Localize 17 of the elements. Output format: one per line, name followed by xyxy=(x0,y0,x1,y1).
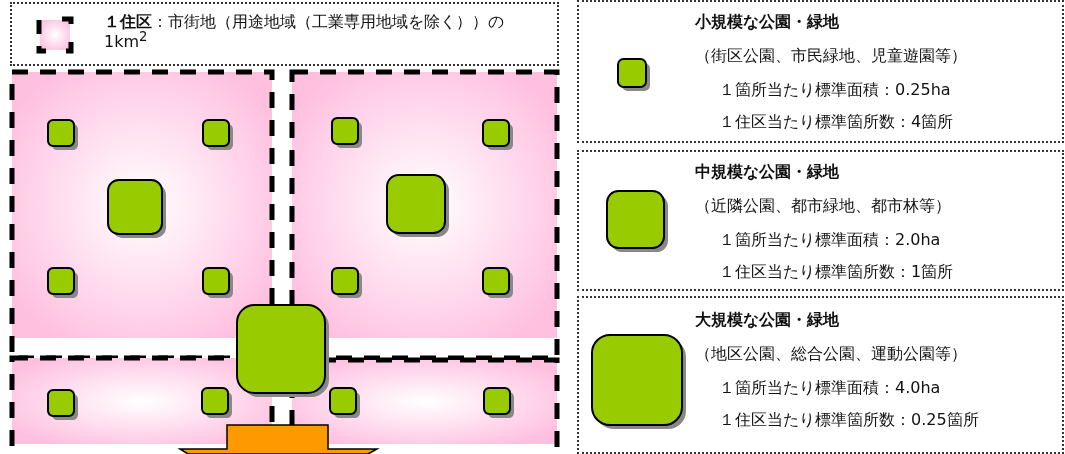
standard-text: １住区当たり標準箇所数：1箇所 xyxy=(719,262,954,283)
examples-text: （地区公園、総合公園、運動公園等） xyxy=(695,344,967,365)
legend-panel xyxy=(577,150,1064,291)
standard-text: １箇所当たり標準面積：2.0ha xyxy=(719,230,941,251)
standard-text: １住区当たり標準箇所数：0.25箇所 xyxy=(719,410,979,431)
definition-box xyxy=(10,2,559,66)
definition-text: １住区：市街地（用途地域（工業専用地域を除く））の1km$^{2}$ xyxy=(104,14,505,50)
legend-panel xyxy=(577,0,1064,143)
standard-text: １箇所当たり標準面積：0.25ha xyxy=(719,80,951,101)
examples-text: （近隣公園、都市緑地、都市林等） xyxy=(695,196,951,217)
standard-text: １箇所当たり標準面積：4.0ha xyxy=(719,378,941,399)
category-heading: 大規模な公園・緑地 xyxy=(695,310,839,331)
category-heading: 中規模な公園・緑地 xyxy=(695,162,839,183)
legend-panel xyxy=(577,296,1064,454)
standard-text: １住区当たり標準箇所数：4箇所 xyxy=(719,112,954,133)
category-heading: 小規模な公園・緑地 xyxy=(695,12,839,33)
examples-text: （街区公園、市民緑地、児童遊園等） xyxy=(695,46,967,67)
